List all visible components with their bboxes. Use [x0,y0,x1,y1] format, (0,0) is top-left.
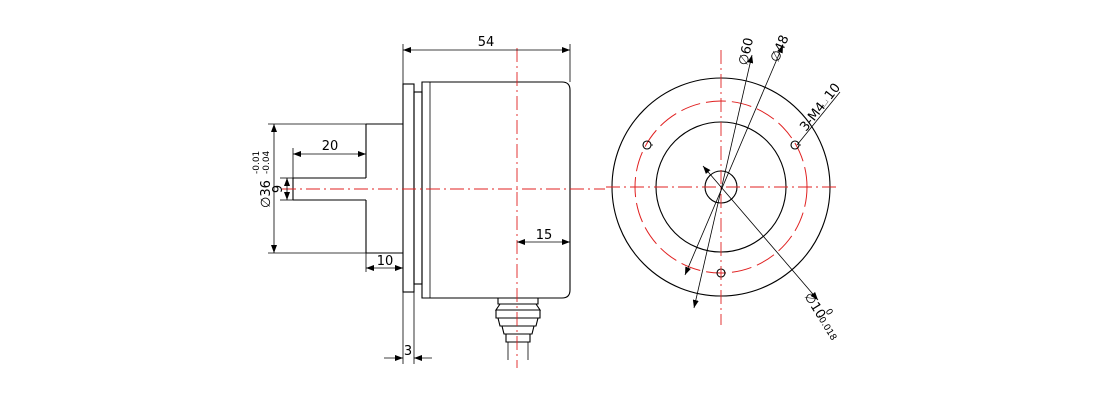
dim-bore-tol-upper: 0 [823,307,835,317]
dim-cable-offset: 15 [536,228,553,243]
dim-overall-length: 54 [478,35,495,50]
dim-pcd-diameter: ∅48 [768,33,793,65]
dim-boss-length: 10 [377,254,394,269]
flange-step [413,91,423,285]
leader-hole-spec [796,91,841,146]
dim-flange-thickness: 3 [404,344,412,359]
front-view: ∅60 ∅48 3-M4 ⌴ 10 ∅10 0 -0.018 [606,33,844,343]
dim-bore-tol-lower: -0.018 [814,313,838,343]
leader-pcd-diameter [684,44,784,276]
cable-gland [494,298,542,360]
flange-outline [402,83,415,293]
dim-boss-tol-upper: -0.01 [252,151,262,174]
mounting-hole-right [790,140,800,150]
mounting-hole-left [642,140,652,150]
dim-hole-depth-symbol: ⌴ [819,97,831,109]
dim-outer-diameter: ∅60 [736,36,757,67]
side-view: 54 20 9 ∅36 -0.01 -0.04 10 3 15 [252,35,605,368]
boss-outline [365,123,403,254]
leader-bore-diameter [702,165,819,301]
dim-shaft-diameter: 9 [271,185,286,193]
dim-boss-tol-lower: -0.04 [262,150,272,174]
body-outline [421,81,571,299]
dim-boss-diameter: ∅36 [259,180,274,208]
dim-shaft-length: 20 [322,139,339,154]
